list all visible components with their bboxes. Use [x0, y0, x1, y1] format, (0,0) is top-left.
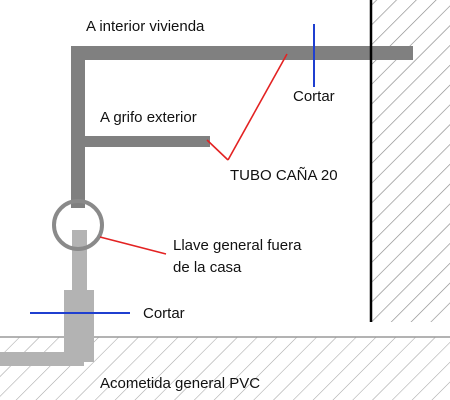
label-cortar-top: Cortar [293, 88, 335, 105]
llave-callout-line [99, 236, 167, 255]
main-valve [52, 199, 104, 251]
pvc-pipe [0, 230, 94, 366]
label-llave-line2: de la casa [173, 259, 242, 276]
label-llave-line1: Llave general fuera [173, 237, 302, 254]
supply-pipe [71, 46, 413, 208]
tubo-callout-line-upper [227, 53, 288, 161]
label-cortar-bottom: Cortar [143, 305, 185, 322]
label-grifo: A grifo exterior [100, 109, 197, 126]
label-acometida: Acometida general PVC [100, 375, 260, 392]
tubo-callout-line-lower [206, 139, 229, 161]
label-tubo: TUBO CAÑA 20 [230, 167, 338, 184]
label-interior: A interior vivienda [86, 18, 205, 35]
